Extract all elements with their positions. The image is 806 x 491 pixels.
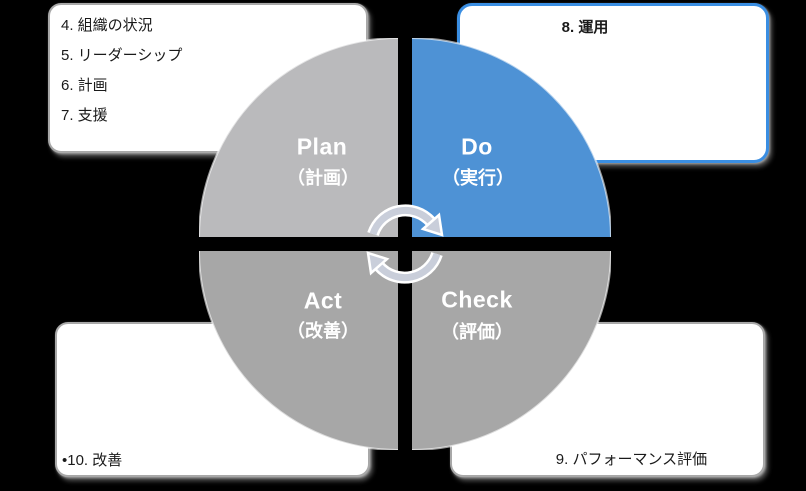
clause-item-9: 9. パフォーマンス評価 <box>555 451 708 468</box>
clause-item-10: •10. 改善 <box>62 452 123 469</box>
cycle-arrows-icon <box>368 204 444 277</box>
act-quadrant-shape <box>199 251 398 450</box>
clause-item-5: 5. リーダーシップ <box>61 47 183 64</box>
clause-item-4: 4. 組織の状況 <box>61 17 153 34</box>
pdca-cycle-chart <box>199 38 611 450</box>
clause-item-8: 8. 運用 <box>561 19 609 36</box>
do-quadrant-shape <box>412 38 611 237</box>
quadrant-arc-outlines <box>199 38 611 450</box>
clause-item-6: 6. 計画 <box>61 77 108 94</box>
plan-quadrant-shape <box>199 38 398 237</box>
check-quadrant-shape <box>412 251 611 450</box>
clause-item-7: 7. 支援 <box>61 107 108 124</box>
